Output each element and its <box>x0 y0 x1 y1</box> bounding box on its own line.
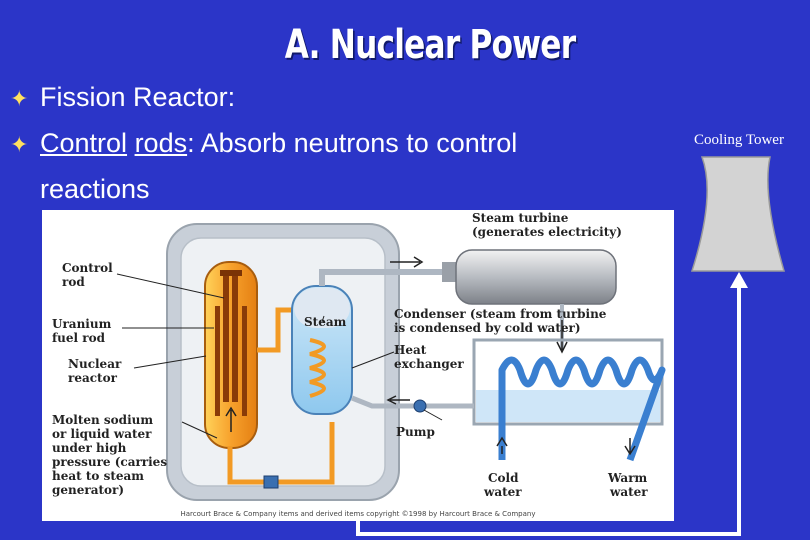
diagram-copyright: Harcourt Brace & Company items and deriv… <box>181 510 536 518</box>
turbine-inlet <box>442 262 458 282</box>
sparkle-bullet-icon: ✦ <box>10 86 29 111</box>
rods-word: rods <box>134 128 188 158</box>
label-pump: Pump <box>396 425 435 439</box>
hot-leg-pipe <box>257 307 292 353</box>
label-steam: Steam <box>304 315 347 329</box>
steam-line-pipe <box>319 269 444 286</box>
cooling-tower-icon <box>690 156 785 272</box>
steam-space <box>294 288 350 328</box>
steam-flow-arrow-icon <box>390 256 424 268</box>
control-rods-description: : Absorb neutrons to control <box>187 128 518 158</box>
steam-turbine <box>455 249 617 305</box>
label-molten-sodium: Molten sodium or liquid water under high… <box>52 413 171 497</box>
bullet-control-rods: ✦ Control rods: Absorb neutrons to contro… <box>10 125 517 163</box>
upflow-arrow-icon <box>225 406 237 432</box>
cooling-tower-label: Cooling Tower <box>694 132 784 148</box>
slide-title: A. Nuclear Power <box>284 22 576 68</box>
reactor-word: Reactor: <box>133 82 236 112</box>
uranium-fuel-rods <box>215 306 247 416</box>
primary-loop-pipe <box>227 422 335 485</box>
control-word: Control <box>40 128 128 158</box>
primary-pump-icon <box>263 475 279 489</box>
bullet-control-rods-line2: reactions <box>40 174 150 204</box>
control-rods <box>220 270 242 402</box>
heat-exchanger-coil <box>309 338 326 398</box>
fission-word: Fission <box>40 82 126 112</box>
bullet-fission-reactor: ✦ Fission Reactor: <box>10 79 235 117</box>
sparkle-bullet-icon: ✦ <box>10 132 29 157</box>
label-steam-turbine: Steam turbine(generates electricity) <box>472 211 622 239</box>
